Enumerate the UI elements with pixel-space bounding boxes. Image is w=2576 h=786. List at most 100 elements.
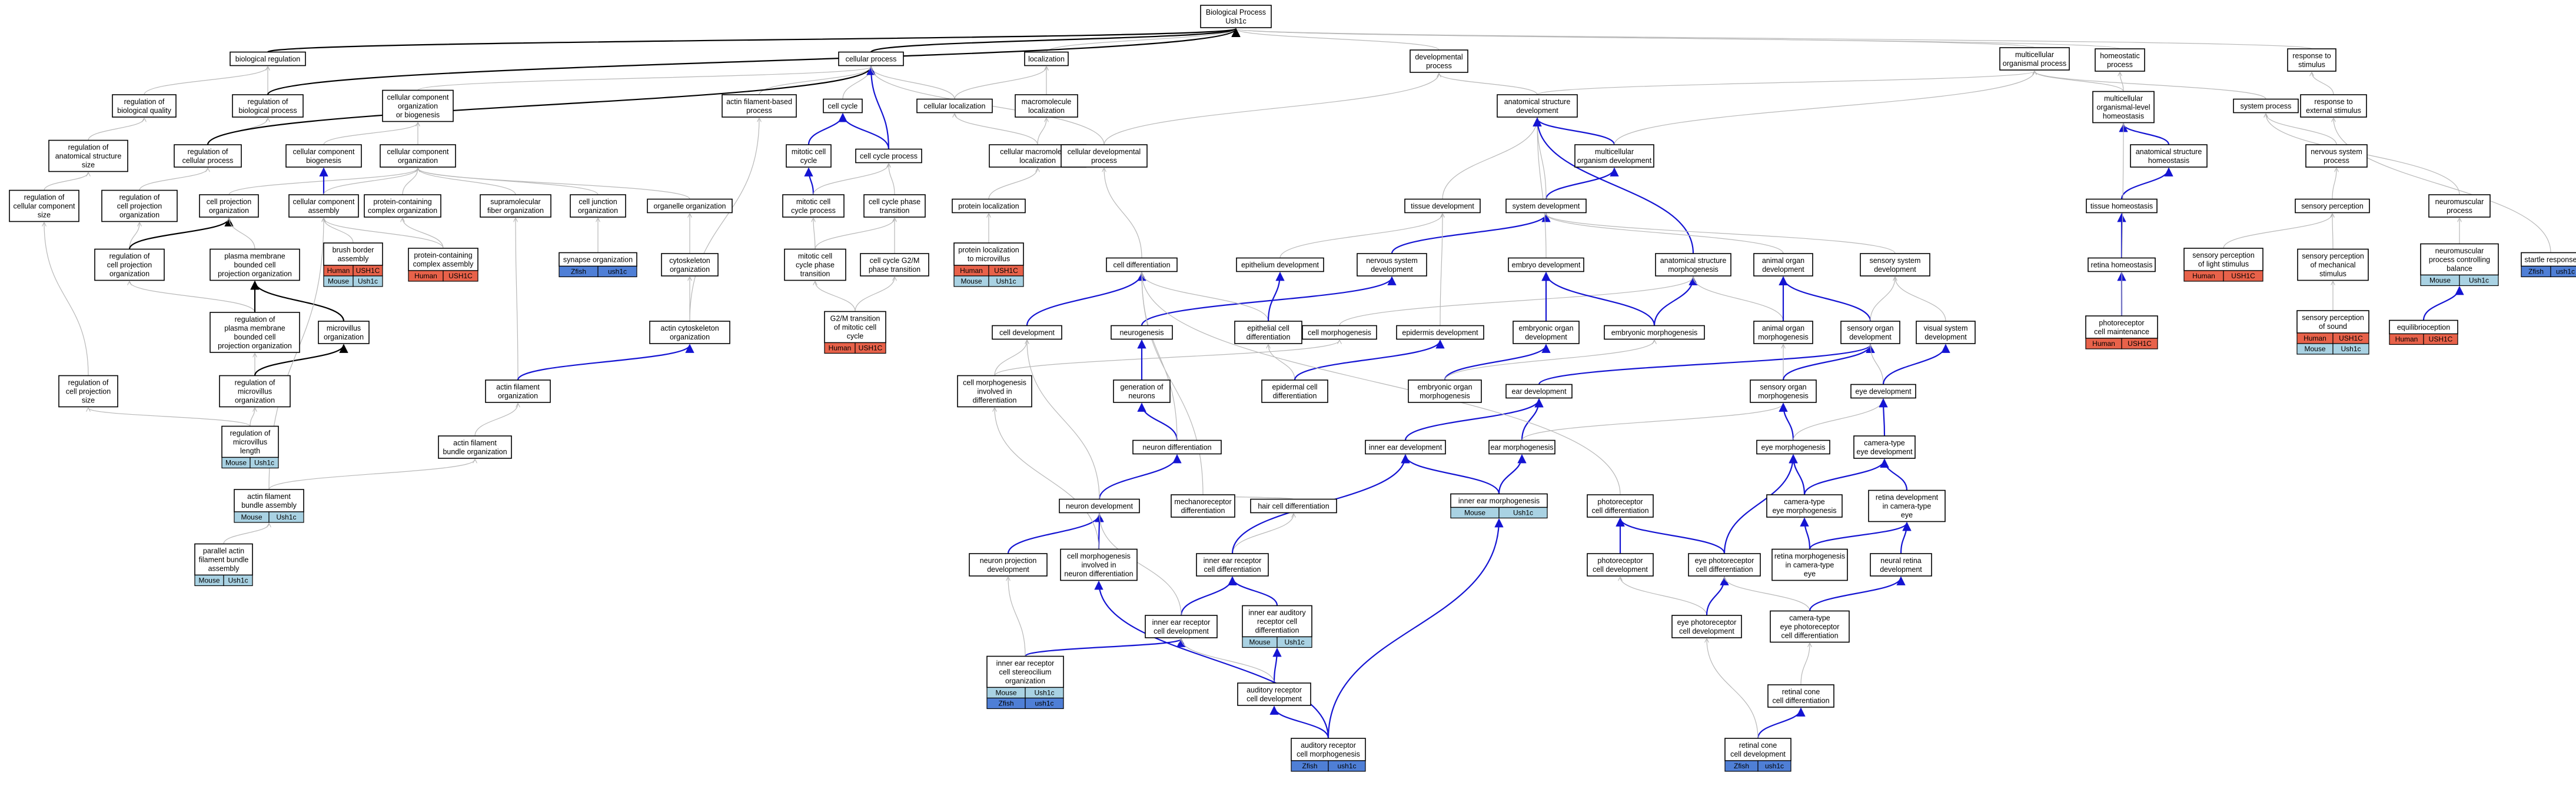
go-term-node[interactable]: cell cycle process [855,148,922,164]
go-term-node[interactable]: neuron development [1059,498,1140,514]
go-term-node[interactable]: tissue homeostasis [2086,198,2158,214]
go-term-node[interactable]: hair cell differentiation [1250,498,1337,514]
go-term-node[interactable]: cellular localization [916,98,993,114]
go-term-node[interactable]: embryo development [1508,257,1584,272]
go-term-node[interactable]: cell morphogenesis [1302,325,1377,340]
go-term-node[interactable]: localization [1024,51,1069,66]
go-term-node[interactable]: retina homeostasis [2088,257,2156,272]
go-term-node[interactable]: neurogenesis [1111,325,1173,340]
go-term-node[interactable]: ear development [1505,384,1573,399]
go-term-node[interactable]: cell cycle [823,98,863,114]
go-term-node[interactable]: system process [2233,98,2299,114]
go-term-node[interactable]: biological regulation [230,51,306,66]
go-term-node[interactable]: cell differentiation [1106,257,1178,272]
go-term-node[interactable]: sensory perception [2295,198,2370,214]
go-term-node[interactable]: tissue development [1404,198,1481,214]
go-term-node[interactable]: cellular process [838,51,904,66]
go-term-node[interactable]: ear morphogenesis [1488,439,1555,455]
go-term-node[interactable]: organelle organization [647,198,733,214]
go-term-node[interactable]: epidermis development [1396,325,1484,340]
go-term-node[interactable]: system development [1505,198,1587,214]
